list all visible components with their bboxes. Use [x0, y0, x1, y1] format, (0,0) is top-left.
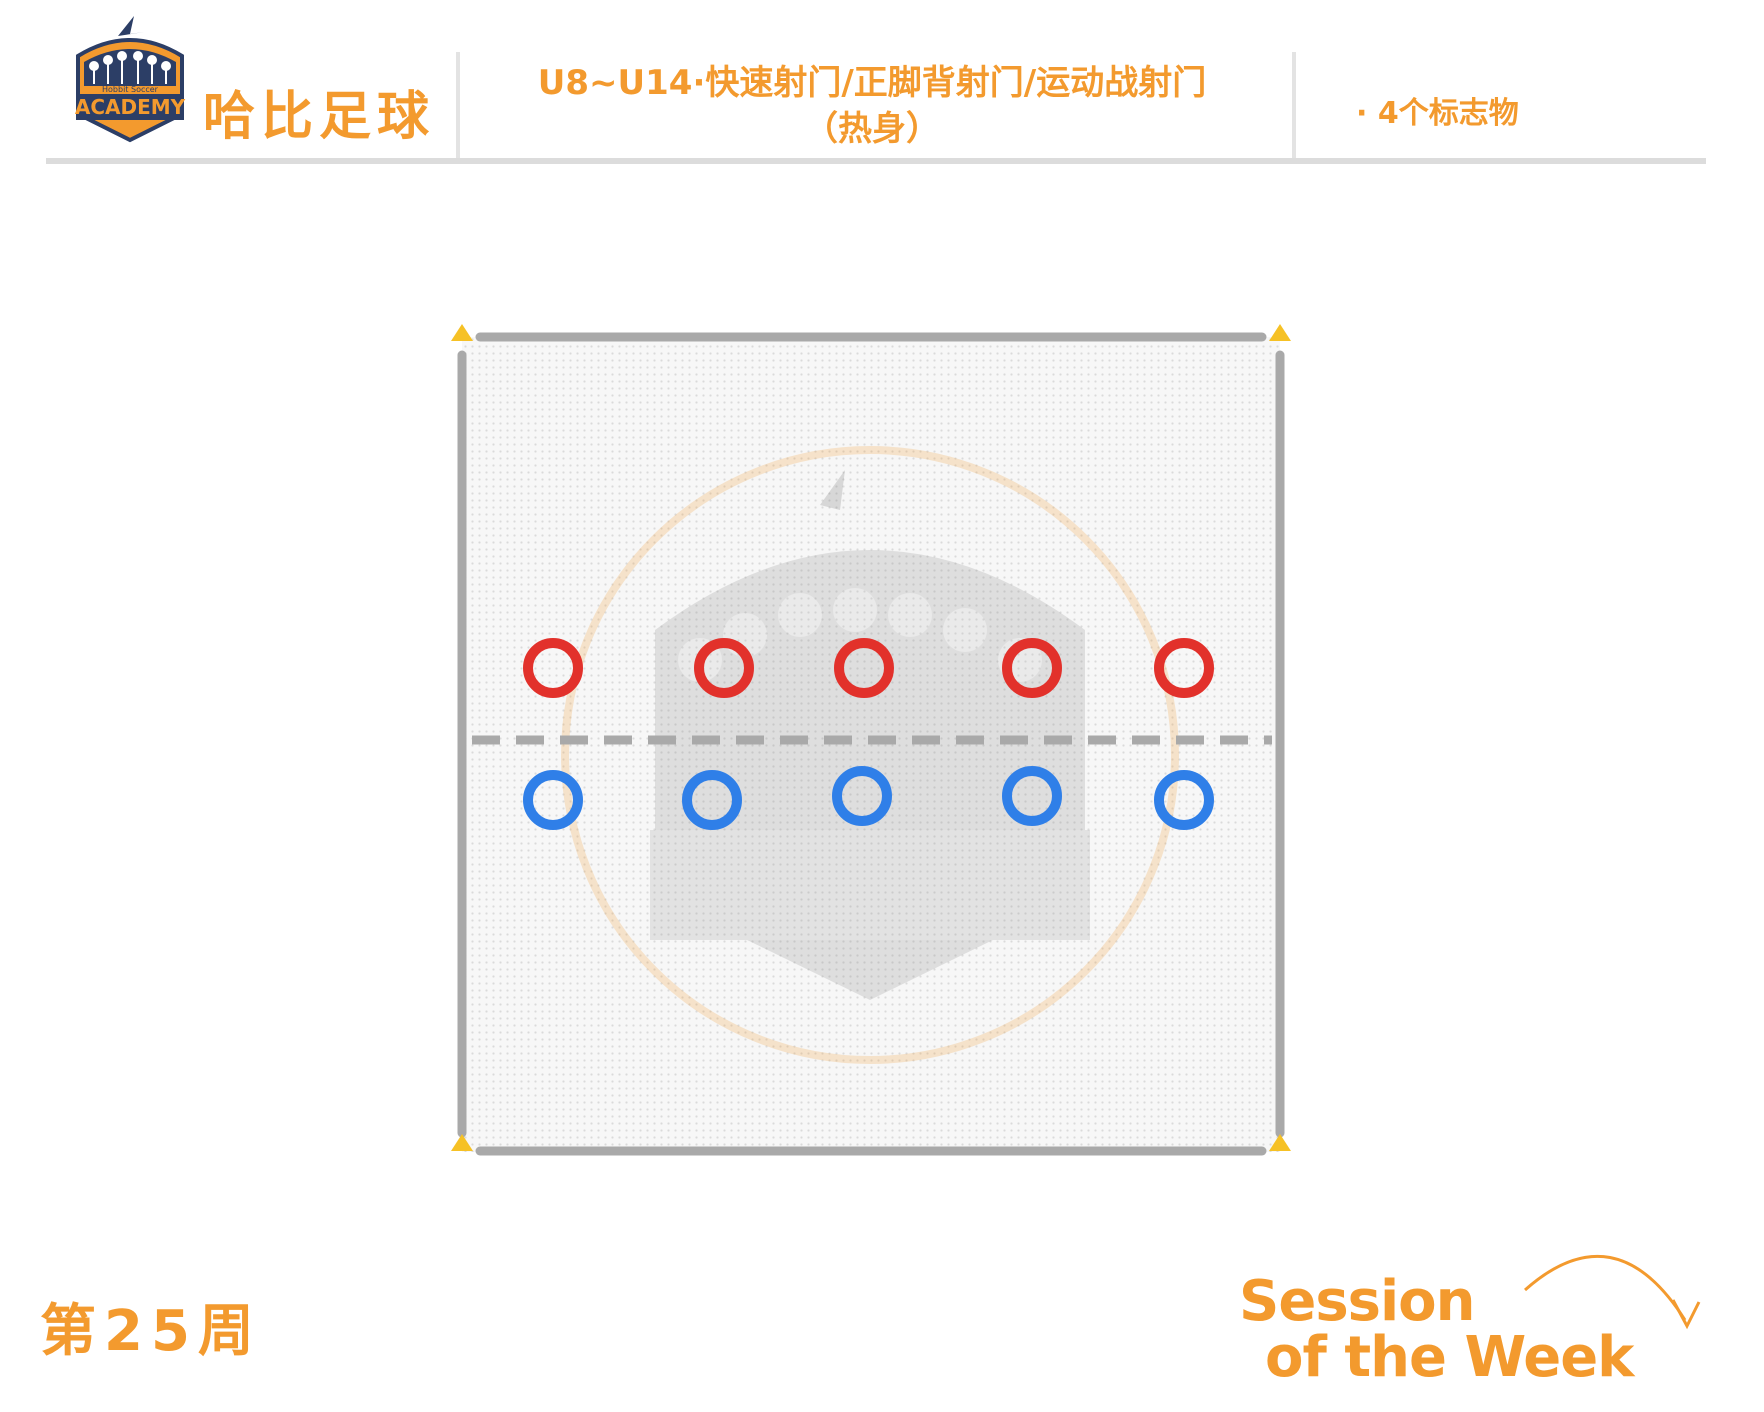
- red-player: [1154, 638, 1214, 698]
- equipment-list: · 4个标志物: [1356, 96, 1519, 131]
- cone-icon: [1269, 324, 1291, 341]
- red-player: [834, 638, 894, 698]
- brand-name: 哈比足球: [203, 87, 436, 147]
- red-player: [694, 638, 754, 698]
- blue-player: [1154, 770, 1214, 830]
- logo-small-text: Hobbit Soccer: [102, 85, 159, 94]
- blue-player: [523, 770, 583, 830]
- blue-player: [832, 766, 892, 826]
- logo-main-text: ACADEMY: [75, 95, 186, 119]
- red-player: [1002, 638, 1062, 698]
- of-the-week-text: of the Week: [1265, 1325, 1634, 1390]
- cone-icon: [1269, 1134, 1291, 1151]
- blue-team: [523, 766, 1214, 830]
- curved-arrow-icon: [1524, 1254, 1701, 1330]
- red-team: [523, 638, 1214, 698]
- session-title: U8~U14·快速射门/正脚背射门/运动战射门 （热身）: [462, 60, 1282, 152]
- cone-icon: [451, 1134, 473, 1151]
- header: Hobbit Soccer ACADEMY 哈比足球 U8~U14·快速射门/正…: [0, 0, 1764, 170]
- week-label: 第25周: [40, 1299, 262, 1364]
- pitch-boundary: [457, 332, 1285, 1156]
- header-divider-2: [1292, 52, 1296, 158]
- session-title-line2: （热身）: [804, 109, 940, 149]
- cone-icon: [451, 324, 473, 341]
- academy-logo: Hobbit Soccer ACADEMY: [75, 16, 186, 143]
- blue-player: [682, 770, 742, 830]
- session-text: Session: [1239, 1269, 1476, 1334]
- session-of-the-week-logo: Session of the Week: [1225, 1230, 1764, 1410]
- header-divider-1: [456, 52, 460, 158]
- header-underline: [46, 158, 1706, 164]
- blue-player: [1002, 766, 1062, 826]
- session-title-line1: U8~U14·快速射门/正脚背射门/运动战射门: [537, 63, 1207, 103]
- cones: [451, 324, 1291, 1151]
- red-player: [523, 638, 583, 698]
